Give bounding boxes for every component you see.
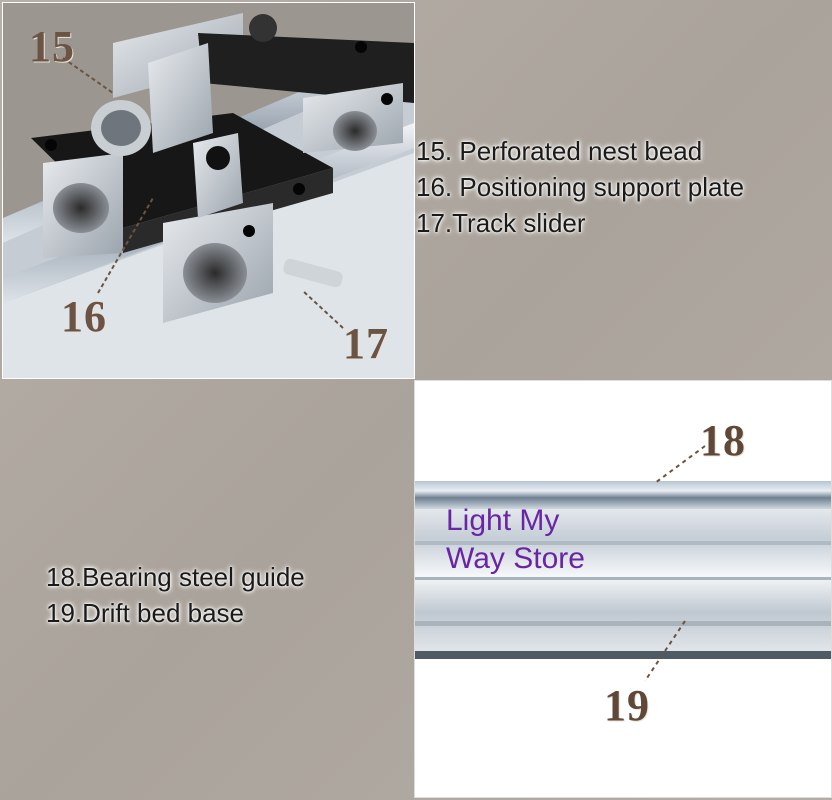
part-18-label: 18.Bearing steel guide: [46, 562, 305, 592]
part-19-label: 19.Drift bed base: [46, 598, 245, 628]
watermark-line-1: Light My: [446, 504, 560, 537]
part-16-label: 16. Positioning support plate: [416, 172, 745, 202]
callout-16: 16: [61, 292, 107, 341]
rail-closeup-photo: [414, 380, 832, 798]
callout-17: 17: [343, 319, 389, 368]
part-17-label: 17.Track slider: [416, 208, 586, 238]
slider-assembly-photo: 15 16 17: [2, 2, 415, 379]
watermark-line-2: Way Store: [446, 542, 585, 575]
slider-assembly-illustration: [3, 3, 414, 378]
store-watermark: Light My Way Store: [446, 502, 585, 578]
callout-15: 15: [29, 22, 75, 71]
callout-19: 19: [604, 681, 650, 730]
part-15-label: 15. Perforated nest bead: [416, 136, 703, 166]
callout-18: 18: [700, 416, 746, 465]
rail-closeup-illustration: [415, 381, 831, 797]
top-parts-list: 15. Perforated nest bead 16. Positioning…: [416, 133, 744, 241]
bottom-parts-list: 18.Bearing steel guide 19.Drift bed base: [46, 559, 305, 631]
